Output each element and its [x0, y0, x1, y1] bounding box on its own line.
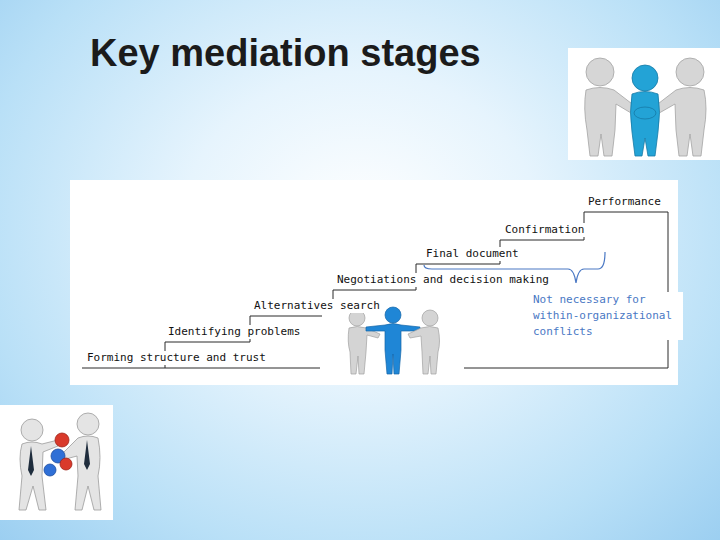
panel — [70, 180, 678, 385]
step-label: Negotiations and decision making — [336, 273, 550, 287]
gray-person — [348, 310, 380, 374]
step-label: Confirmation — [504, 223, 585, 237]
gray-person — [19, 413, 101, 510]
red-glove — [55, 433, 69, 447]
step-label: Final document — [425, 247, 520, 261]
note-text: Not necessary for within-organizational … — [533, 292, 683, 340]
slide-title: Key mediation stages — [90, 30, 481, 76]
blue-glove — [44, 464, 56, 476]
step-label: Forming structure and trust — [86, 351, 267, 365]
step-label: Alternatives search — [253, 299, 381, 313]
blue-person — [366, 307, 420, 374]
team-figure — [568, 48, 720, 160]
gray-person — [408, 310, 440, 374]
step-label: Performance — [587, 195, 662, 209]
people-figure — [322, 304, 464, 380]
figure-ground — [0, 405, 113, 520]
red-glove — [60, 458, 72, 470]
step-label: Identifying problems — [167, 325, 301, 339]
blue-person — [631, 65, 660, 156]
figure-ground — [322, 304, 464, 380]
boxing-figure — [0, 405, 113, 520]
figure-ground — [568, 48, 720, 160]
